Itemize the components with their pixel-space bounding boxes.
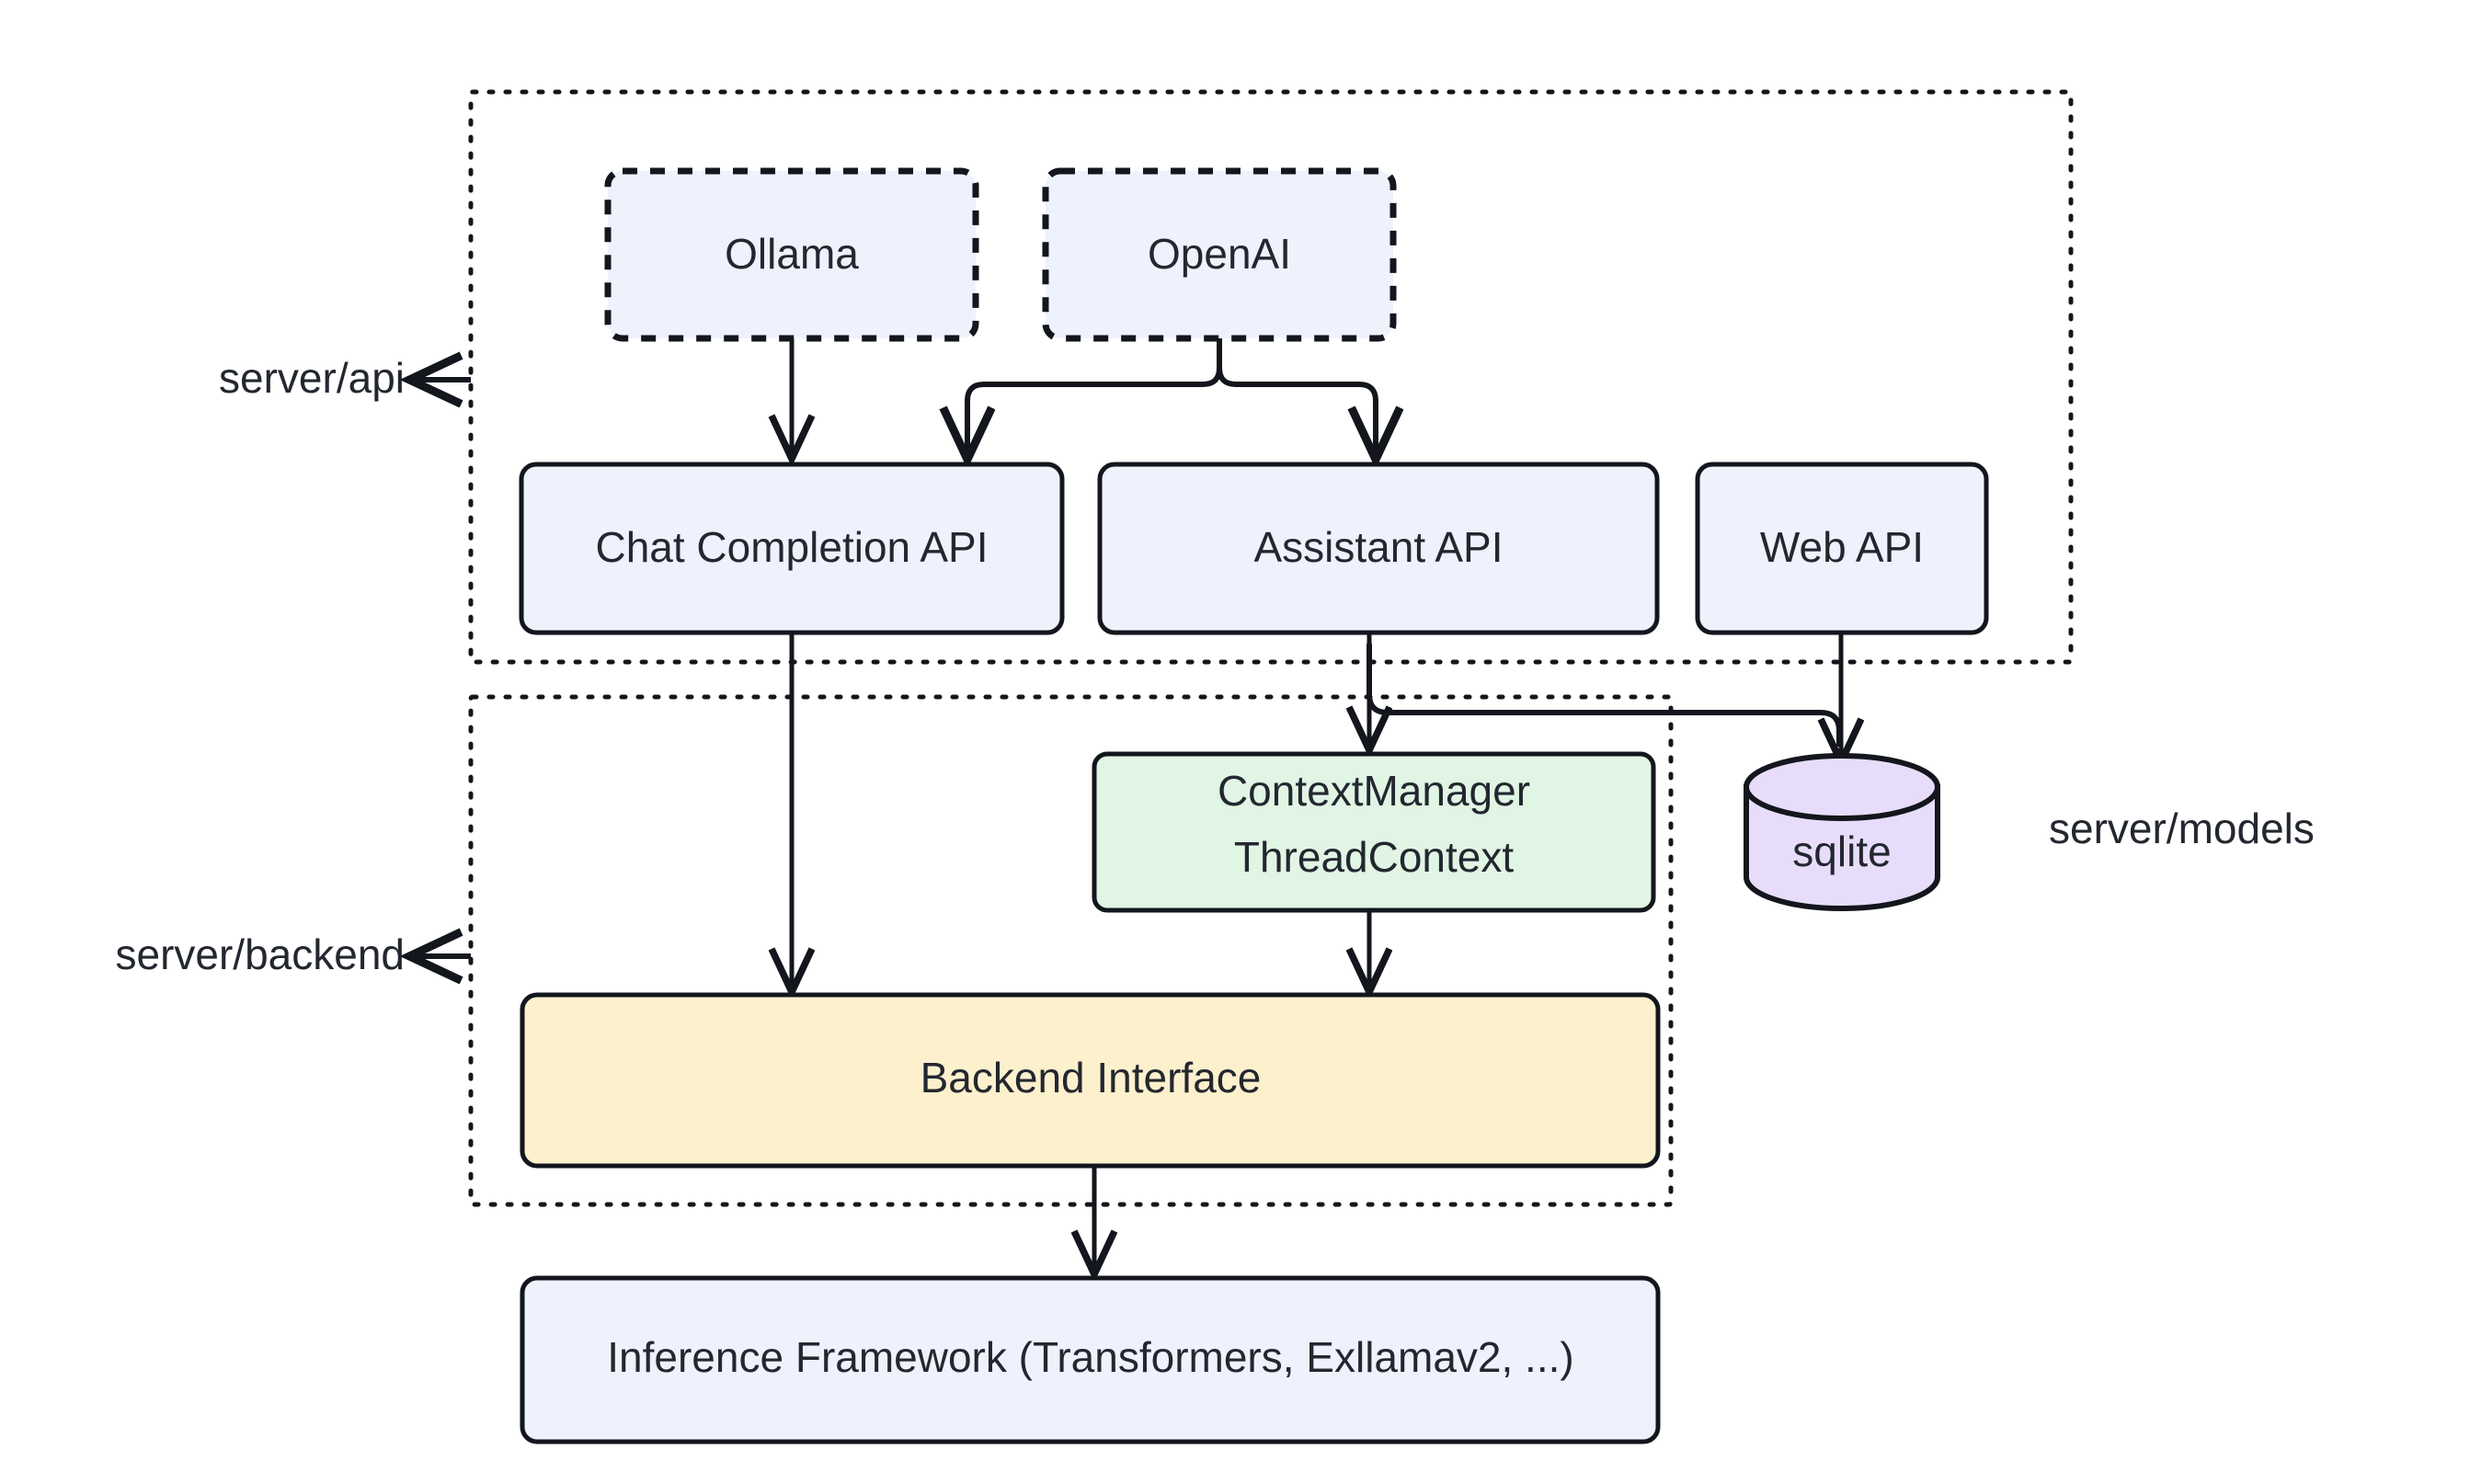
group-label-server-backend: server/backend bbox=[116, 930, 471, 978]
node-backend-interface[interactable]: Backend Interface bbox=[520, 992, 1661, 1169]
node-ollama-label: Ollama bbox=[725, 230, 859, 278]
node-contextmanager-label-line1: ContextManager bbox=[1218, 767, 1530, 815]
node-sqlite[interactable]: sqlite bbox=[1744, 753, 1940, 911]
group-label-server-models: server/models bbox=[2049, 805, 2315, 852]
edge-openai-to-chat-api bbox=[967, 338, 1222, 455]
node-openai-shape bbox=[1042, 167, 1397, 342]
node-contextmanager-label-line2: ThreadContext bbox=[1234, 833, 1514, 881]
node-openai-label: OpenAI bbox=[1148, 230, 1291, 278]
node-web-api[interactable]: Web API bbox=[1695, 462, 1989, 635]
node-chat-completion-api[interactable]: Chat Completion API bbox=[519, 462, 1065, 635]
node-inference-framework-label: Inference Framework (Transformers, Exlla… bbox=[607, 1333, 1573, 1381]
node-inference-framework[interactable]: Inference Framework (Transformers, Exlla… bbox=[520, 1275, 1661, 1444]
node-web-api-label: Web API bbox=[1760, 523, 1924, 571]
node-chat-completion-api-shape bbox=[519, 462, 1065, 635]
node-web-api-shape bbox=[1695, 462, 1989, 635]
edge-openai-to-assistant-api bbox=[1217, 338, 1376, 455]
cluster-server-api bbox=[468, 89, 2074, 665]
node-sqlite-label: sqlite bbox=[1792, 828, 1891, 875]
edge-assistant-api-to-sqlite bbox=[1367, 644, 1842, 747]
group-label-server-api: server/api bbox=[219, 354, 471, 402]
node-sqlite-body bbox=[1744, 784, 1940, 911]
node-backend-interface-label: Backend Interface bbox=[921, 1054, 1262, 1102]
node-contextmanager-shape bbox=[1092, 751, 1656, 913]
node-contextmanager[interactable]: ContextManager ThreadContext bbox=[1092, 751, 1656, 913]
node-assistant-api-shape bbox=[1097, 462, 1660, 635]
node-chat-completion-api-label: Chat Completion API bbox=[595, 523, 988, 571]
group-label-server-backend-text: server/backend bbox=[116, 930, 406, 978]
node-ollama[interactable]: Ollama bbox=[604, 167, 979, 342]
node-inference-framework-shape bbox=[520, 1275, 1661, 1444]
node-assistant-api[interactable]: Assistant API bbox=[1097, 462, 1660, 635]
node-openai[interactable]: OpenAI bbox=[1042, 167, 1397, 342]
node-assistant-api-label: Assistant API bbox=[1253, 523, 1503, 571]
node-backend-interface-shape bbox=[520, 992, 1661, 1169]
node-ollama-shape bbox=[604, 167, 979, 342]
node-sqlite-top bbox=[1744, 753, 1940, 821]
group-label-server-models-text: server/models bbox=[2049, 805, 2315, 852]
cluster-server-backend bbox=[468, 694, 1674, 1207]
group-label-server-api-text: server/api bbox=[219, 354, 405, 402]
